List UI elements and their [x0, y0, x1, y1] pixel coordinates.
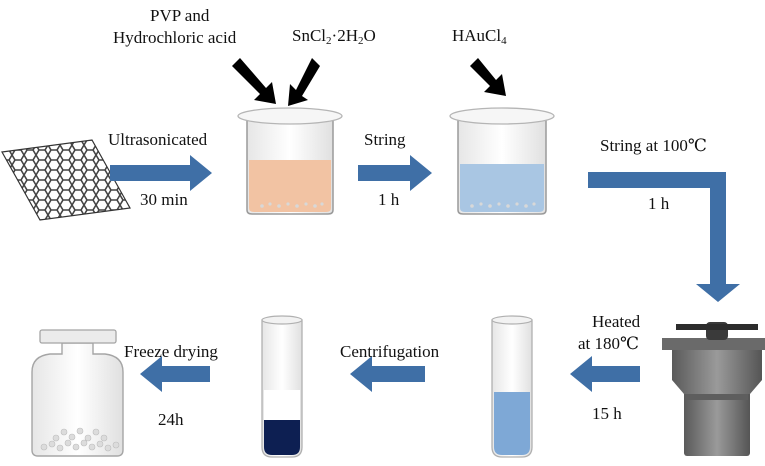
label-pvp-line2: Hydrochloric acid [113, 28, 237, 47]
arrow-freeze-drying [140, 356, 210, 392]
label-freeze-time: 24h [158, 410, 184, 429]
beaker-orange [237, 107, 343, 215]
label-sncl2: SnCl2·2H2O [292, 26, 376, 47]
label-ultrasonicated-time: 30 min [140, 190, 188, 209]
label-heated-line2: at 180℃ [578, 334, 640, 353]
arrow-heated [570, 356, 640, 392]
label-stirring-100-time: 1 h [648, 194, 670, 213]
label-ultrasonicated: Ultrasonicated [108, 130, 208, 149]
label-haucl4: HAuCl4 [452, 26, 507, 47]
test-tube-precipitate [261, 315, 303, 458]
label-heated-line1: Heated [592, 312, 641, 331]
arrow-stirring [358, 155, 432, 191]
label-stirring-time: 1 h [378, 190, 400, 209]
reagent-arrows-1 [232, 58, 320, 106]
reagent-arrow-2 [470, 58, 506, 96]
graphene-sheet-icon [1, 139, 131, 221]
beaker-blue [449, 107, 555, 215]
arrow-ultrasonicated [110, 155, 212, 191]
label-centrifugation: Centrifugation [340, 342, 440, 361]
label-stirring-100: String at 100℃ [600, 136, 707, 155]
test-tube-blue [491, 315, 533, 458]
label-heated-time: 15 h [592, 404, 622, 423]
sample-bottle-icon [31, 329, 124, 457]
autoclave-reactor-icon [662, 322, 765, 456]
label-freeze-drying: Freeze drying [124, 342, 218, 361]
label-stirring: String [364, 130, 406, 149]
label-pvp-line1: PVP and [150, 6, 210, 25]
arrow-stirring-100 [588, 172, 740, 302]
arrow-centrifugation [350, 356, 425, 392]
